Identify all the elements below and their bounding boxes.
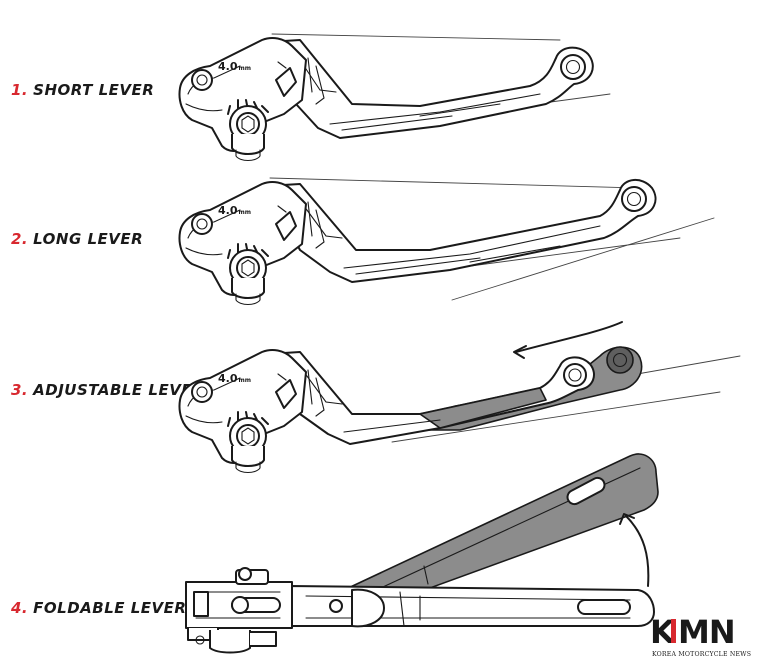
logo-accent-mark [671, 619, 676, 643]
foldable-lever-label: 4. FOLDABLE LEVER [10, 599, 186, 617]
long-lever-scale-unit: mm [239, 209, 252, 216]
foldable-lever-text: FOLDABLE LEVER [33, 599, 186, 617]
kmn-logo: K MN KOREA MOTORCYCLE NEWS [650, 613, 751, 658]
adjustable-lever-drawing: 4.0mm [178, 321, 741, 474]
long-lever-text: LONG LEVER [33, 230, 143, 248]
foldable-lever-number: 4. [10, 599, 28, 617]
adjustable-lever-scale: 4.0mm [218, 372, 251, 385]
short-lever-text: SHORT LEVER [33, 81, 154, 99]
adjustable-lever-row: 3.ADJUSTABLE LEVER 4.0mm [11, 321, 741, 474]
adjust-arrow-head [513, 345, 527, 359]
adjustable-lever-extended-pivot [606, 346, 634, 374]
short-lever-drawing: 4.0mm [178, 33, 611, 162]
long-lever-row: 2. LONG LEVER 4.0mm [11, 177, 715, 306]
long-lever-label: 2. LONG LEVER [11, 230, 143, 248]
short-lever-scale-unit: mm [239, 65, 252, 72]
long-lever-number: 2. [11, 230, 28, 248]
logo-tagline: KOREA MOTORCYCLE NEWS [652, 651, 751, 658]
adjustable-lever-text: ADJUSTABLE LEVER [32, 381, 204, 399]
long-lever-drawing: 4.0mm [178, 177, 715, 306]
adjustable-lever-number: 3. [11, 381, 28, 399]
fold-arrow-head [619, 513, 635, 525]
adjustable-lever-scale-value: 4.0 [218, 372, 238, 385]
long-lever-scale: 4.0mm [218, 204, 251, 217]
adjustable-lever-scale-unit: mm [239, 377, 252, 384]
adjustable-lever-label: 3.ADJUSTABLE LEVER [11, 381, 204, 399]
short-lever-number: 1. [11, 81, 28, 99]
short-lever-row: 1. SHORT LEVER 4.0mm [11, 33, 611, 162]
foldable-lever-drawing [185, 453, 659, 654]
foldable-lever-row: 4. FOLDABLE LEVER [10, 453, 659, 654]
short-lever-scale-value: 4.0 [218, 60, 238, 73]
short-lever-label: 1. SHORT LEVER [11, 81, 154, 99]
long-lever-scale-value: 4.0 [218, 204, 238, 217]
logo-text-right: MN [678, 613, 735, 651]
adjust-arrow [515, 321, 623, 353]
fold-arrow [625, 515, 650, 587]
short-lever-scale: 4.0mm [218, 60, 251, 73]
